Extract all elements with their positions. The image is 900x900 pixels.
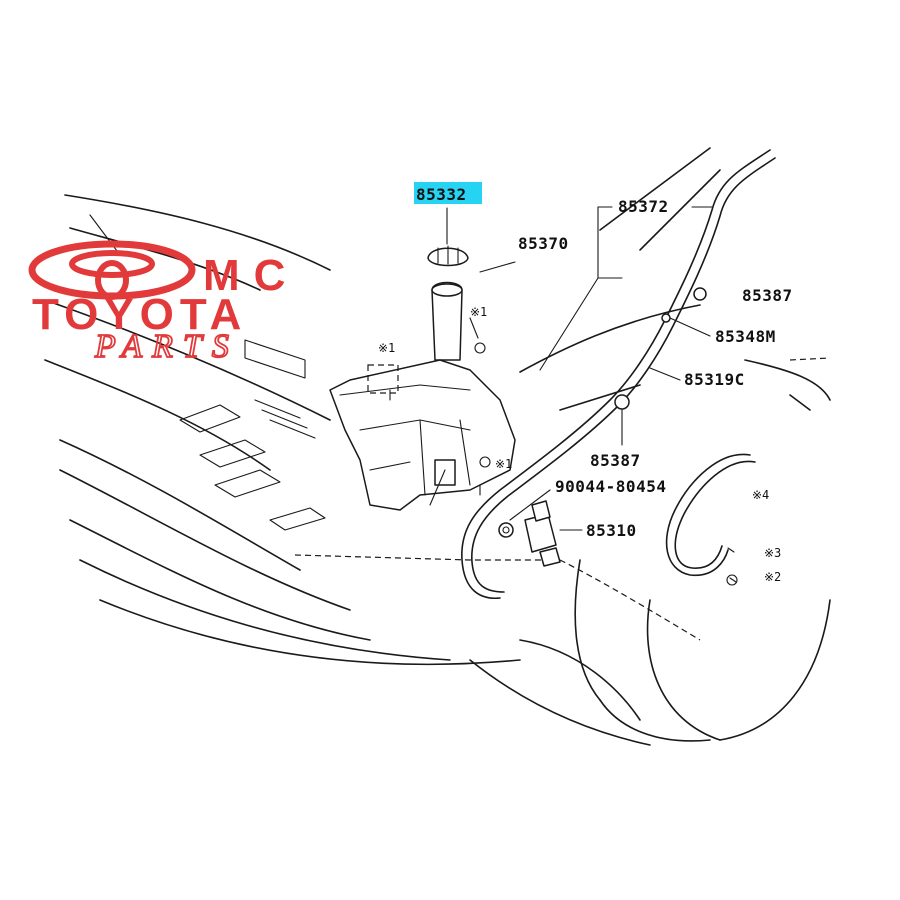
label-90044-80454[interactable]: 90044-80454 (555, 477, 666, 496)
callout-note-1a: ※1 (378, 341, 395, 355)
brand-logo: MC TOYOTA PARTS (28, 240, 299, 366)
callout-note-2: ※2 (764, 570, 781, 584)
label-85319c[interactable]: 85319C (684, 370, 745, 389)
callout-note-4: ※4 (752, 488, 769, 502)
toyota-emblem-icon (28, 240, 196, 300)
washer-pump (498, 500, 561, 567)
label-85387-bottom[interactable]: 85387 (590, 451, 641, 470)
logo-line-2: TOYOTA (32, 290, 247, 339)
washer-hose (461, 149, 776, 600)
label-85370[interactable]: 85370 (518, 234, 569, 253)
callout-note-3: ※3 (764, 546, 781, 560)
label-85310[interactable]: 85310 (586, 521, 637, 540)
callout-notes: ※1 ※1 ※1 ※4 ※3 ※2 (378, 305, 781, 584)
washer-tank (329, 281, 516, 511)
callout-note-1c: ※1 (495, 457, 512, 471)
washer-cap (427, 207, 469, 267)
logo-line-3: PARTS (94, 328, 239, 365)
part-highlight (414, 182, 482, 204)
logo-line-1: MC (203, 251, 299, 300)
callout-note-1b: ※1 (470, 305, 487, 319)
leader-lines (479, 206, 713, 531)
vehicle-body-outline (44, 147, 831, 746)
label-85348m[interactable]: 85348M (715, 327, 776, 346)
label-85332[interactable]: 85332 (416, 185, 467, 204)
label-85387-top[interactable]: 85387 (742, 286, 793, 305)
label-85372[interactable]: 85372 (618, 197, 669, 216)
part-labels: 85332 85370 85372 85387 85348M 85319C 85… (416, 185, 793, 540)
